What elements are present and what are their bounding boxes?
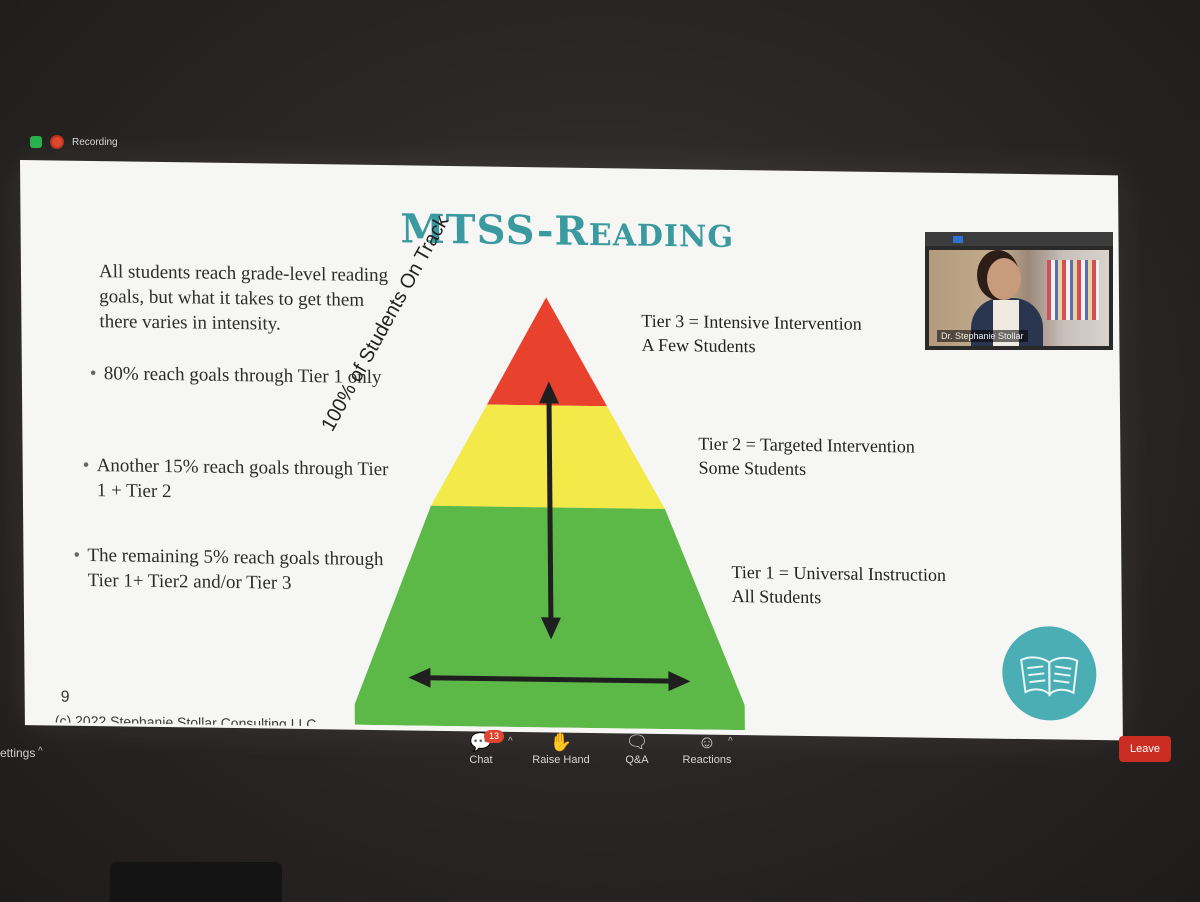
shared-slide: MTSS-READING All students reach grade-le… <box>20 160 1123 741</box>
recording-label: Recording <box>72 136 118 148</box>
settings-button[interactable]: ettings <box>0 746 36 760</box>
qa-label: Q&A <box>625 754 649 766</box>
vertical-double-arrow <box>539 381 561 640</box>
recording-icon <box>52 137 62 147</box>
video-tile-header <box>925 232 1113 246</box>
bullet-tier3: The remaining 5% reach goals through Tie… <box>87 543 387 597</box>
speaker-name-tag: Dr. Stephanie Stollar <box>937 330 1028 342</box>
chat-caret-icon[interactable]: ^ <box>508 736 513 747</box>
speaker-head <box>987 258 1021 300</box>
slide-page-number: 9 <box>60 688 70 706</box>
mtss-pyramid <box>351 297 745 731</box>
speaker-video-frame: Dr. Stephanie Stollar <box>929 250 1109 346</box>
tier3-band <box>487 297 608 407</box>
qa-button[interactable]: 🗨 Q&A <box>602 730 672 767</box>
slide-copyright: (c) 2022 Stephanie Stollar Consulting LL… <box>54 712 317 727</box>
reactions-label: Reactions <box>682 754 732 766</box>
reactions-caret-icon[interactable]: ^ <box>728 736 733 747</box>
settings-caret-icon[interactable]: ^ <box>38 746 43 757</box>
hand-icon: ✋ <box>549 731 573 752</box>
meeting-toolbar: ettings ^ 💬 13 Chat ^ ✋ Raise Hand 🗨 Q&A… <box>0 728 1200 778</box>
chat-button[interactable]: 💬 13 Chat <box>446 730 516 766</box>
raise-hand-label: Raise Hand <box>532 754 590 766</box>
leave-button[interactable]: Leave <box>1119 736 1171 762</box>
chat-bubble-icon: 💬 <box>469 731 493 752</box>
smiley-icon: ☺ <box>697 731 717 752</box>
qa-bubbles-icon: 🗨 <box>625 731 649 752</box>
reactions-button[interactable]: ☺ Reactions <box>672 730 742 767</box>
slide-title: MTSS-READING <box>400 205 735 255</box>
meeting-status-bar: Recording <box>30 132 118 152</box>
raise-hand-button[interactable]: ✋ Raise Hand <box>526 730 596 767</box>
chat-unread-badge: 13 <box>484 730 505 743</box>
open-book-logo-icon <box>1001 625 1097 722</box>
chat-label: Chat <box>469 754 493 766</box>
bookshelf-background <box>1047 260 1099 320</box>
security-shield-icon[interactable] <box>30 136 42 148</box>
video-menu-icon[interactable] <box>953 236 963 243</box>
speaker-video-tile[interactable]: Dr. Stephanie Stollar <box>925 232 1113 350</box>
chair-silhouette <box>110 862 282 902</box>
horizontal-double-arrow <box>408 667 691 692</box>
